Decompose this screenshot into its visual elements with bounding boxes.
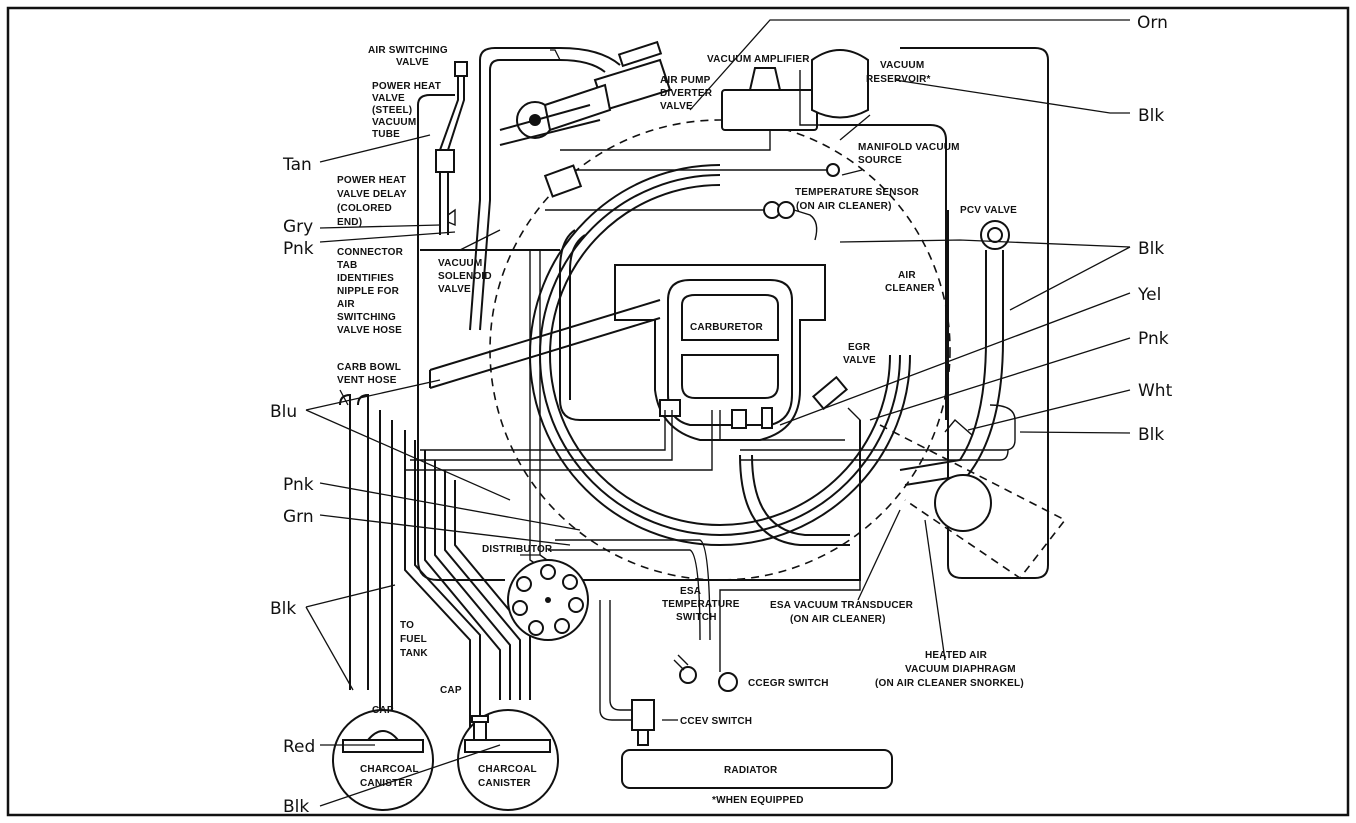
color-tan: Tan bbox=[282, 155, 312, 175]
label-carb-bowl-vent: CARB BOWL VENT HOSE bbox=[337, 362, 404, 386]
color-pnk-right: Pnk bbox=[1138, 329, 1169, 349]
label-power-heat-valve: POWER HEAT VALVE (STEEL) VACUUM TUBE bbox=[372, 81, 444, 140]
label-to-fuel-tank: TO FUEL TANK bbox=[400, 620, 430, 659]
label-connector-tab: CONNECTOR TAB IDENTIFIES NIPPLE FOR AIR … bbox=[337, 247, 406, 336]
label-air-pump-diverter: AIR PUMP DIVERTER VALVE bbox=[660, 75, 715, 112]
label-carburetor: CARBURETOR bbox=[690, 322, 764, 333]
color-grn: Grn bbox=[283, 507, 314, 527]
color-pnk-low: Pnk bbox=[283, 475, 314, 495]
ccev-switch bbox=[631, 699, 655, 746]
label-air-switching-valve: AIR SWITCHING VALVE bbox=[368, 45, 451, 68]
label-vacuum-solenoid: VACUUM SOLENOID VALVE bbox=[438, 258, 495, 295]
color-blk-right: Blk bbox=[1138, 239, 1164, 259]
label-vacuum-amplifier: VACUUM AMPLIFIER bbox=[707, 54, 810, 65]
heated-air-snorkel bbox=[879, 418, 1067, 580]
color-pnk-left: Pnk bbox=[283, 239, 314, 259]
carburetor bbox=[614, 264, 826, 441]
color-yel: Yel bbox=[1137, 285, 1161, 305]
color-red: Red bbox=[283, 737, 315, 757]
label-esa-temp-switch: ESA TEMPERATURE SWITCH bbox=[662, 586, 743, 623]
color-blu: Blu bbox=[270, 402, 297, 422]
label-cap-right: CAP bbox=[440, 685, 462, 696]
label-cap-left: CAP bbox=[372, 705, 394, 716]
label-vacuum-reservoir: VACUUM RESERVOIR* bbox=[866, 60, 931, 85]
air-switching-valve bbox=[499, 83, 612, 146]
vacuum-reservoir bbox=[799, 49, 870, 126]
color-blk-top: Blk bbox=[1138, 106, 1164, 126]
label-pcv-valve: PCV VALVE bbox=[960, 205, 1017, 216]
distributor bbox=[507, 559, 589, 641]
label-ccev-switch: CCEV SWITCH bbox=[680, 716, 752, 727]
label-manifold-vacuum: MANIFOLD VACUUM SOURCE bbox=[858, 142, 963, 166]
air-cleaner-outline bbox=[489, 119, 951, 581]
pcv-valve bbox=[899, 220, 1010, 486]
charcoal-canister-right bbox=[457, 709, 559, 811]
radiator bbox=[621, 749, 893, 789]
label-temperature-sensor: TEMPERATURE SENSOR (ON AIR CLEANER) bbox=[795, 187, 922, 212]
egr-valve bbox=[811, 375, 861, 580]
color-gry: Gry bbox=[283, 217, 313, 237]
label-power-heat-delay: POWER HEAT VALVE DELAY (COLORED END) bbox=[337, 175, 410, 228]
label-distributor: DISTRIBUTOR bbox=[482, 544, 553, 555]
canister-hoses bbox=[339, 393, 531, 750]
label-charcoal-left: CHARCOAL CANISTER bbox=[360, 764, 422, 789]
label-ccegr-switch: CCEGR SWITCH bbox=[748, 678, 829, 689]
color-blk-left: Blk bbox=[270, 599, 296, 619]
diagram-frame bbox=[6, 6, 1350, 817]
esa-temperature-switch bbox=[673, 654, 697, 684]
label-air-cleaner: AIR CLEANER bbox=[885, 270, 935, 294]
color-wht: Wht bbox=[1138, 381, 1173, 401]
ccegr-switch bbox=[718, 580, 861, 692]
label-radiator: RADIATOR bbox=[724, 765, 778, 776]
color-blk-bottom: Blk bbox=[283, 797, 309, 817]
label-egr-valve: EGR VALVE bbox=[843, 342, 876, 366]
manifold-vacuum-source bbox=[560, 163, 840, 177]
label-esa-transducer: ESA VACUUM TRANSDUCER (ON AIR CLEANER) bbox=[770, 600, 916, 625]
label-heated-air: HEATED AIR VACUUM DIAPHRAGM (ON AIR CLEA… bbox=[875, 650, 1024, 689]
carb-vacuum-lines bbox=[405, 404, 1016, 471]
color-blk-mid: Blk bbox=[1138, 425, 1164, 445]
label-charcoal-right: CHARCOAL CANISTER bbox=[478, 764, 540, 789]
vacuum-solenoid-valve bbox=[469, 47, 621, 331]
charcoal-canister-left bbox=[332, 709, 434, 811]
label-when-equipped: *WHEN EQUIPPED bbox=[712, 795, 804, 806]
leader-lines bbox=[305, 19, 1131, 807]
blu-hoses bbox=[429, 299, 661, 389]
temperature-sensor bbox=[545, 201, 818, 241]
color-orn: Orn bbox=[1137, 13, 1168, 33]
power-heat-valve-tube bbox=[435, 61, 468, 235]
